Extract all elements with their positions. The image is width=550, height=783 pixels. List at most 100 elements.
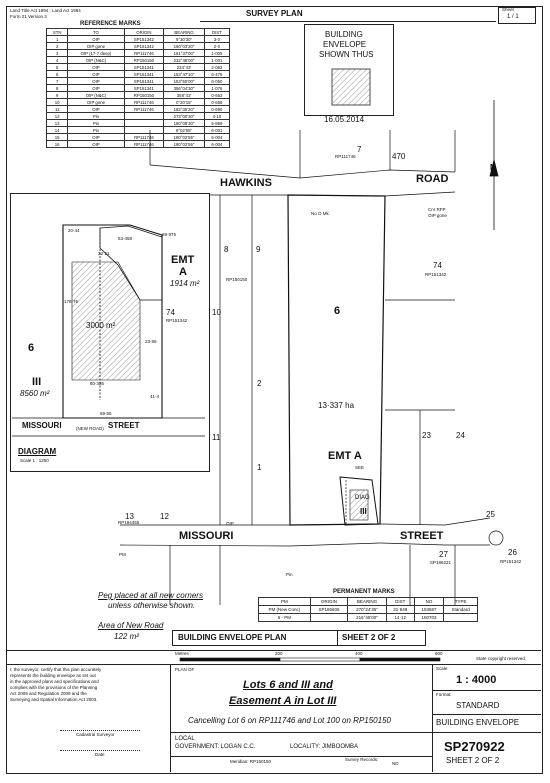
cert-line-1: I, the surveyor, certify that this plan … xyxy=(10,667,102,672)
table-cell: 216°45'00" xyxy=(347,613,387,622)
diagram-dim-6: 80·335 xyxy=(90,381,105,386)
diagram-lot-6-boundary xyxy=(62,224,163,419)
plan-frame xyxy=(6,6,543,774)
mark-note-5: Pin xyxy=(286,572,293,577)
lot-label-26: 26 xyxy=(508,548,517,557)
diagram-new-road: (NEW ROAD) xyxy=(76,426,104,431)
lot-6-label: 6 xyxy=(334,305,341,317)
mark-note-4: No O Mk xyxy=(311,211,329,216)
pegs-note-1: Peg placed at all new corners xyxy=(98,591,203,600)
diagram-scale: Scale 1 : 1250 xyxy=(20,458,49,463)
scale-bar-bottom-rule xyxy=(6,664,541,665)
signature-line xyxy=(60,730,140,731)
diagram-dim-1: 20·44 xyxy=(68,228,80,233)
diagram-emt-label: EMT xyxy=(171,254,195,266)
lot-label-8: 8 xyxy=(224,245,229,254)
sheet-box xyxy=(498,7,536,24)
table-cell: 150703 xyxy=(413,613,445,622)
lot-label-25: 25 xyxy=(486,510,495,519)
scale-label: Scale: xyxy=(436,666,449,671)
diag-label: DIAG xyxy=(355,495,370,501)
diagram-emt-boundary xyxy=(99,225,163,301)
plan-ref-2: RP150150 xyxy=(226,277,248,282)
sheet-number: SHEET 2 OF 2 xyxy=(446,756,500,765)
cadastral-surveyor: Cadastral Surveyor xyxy=(76,732,115,737)
banner-box xyxy=(172,630,426,646)
diagram-plan-74: RP151342 xyxy=(166,318,188,323)
diagram-dim-3: 22·21 xyxy=(98,251,110,256)
diagram-lot-iii: III xyxy=(32,376,42,388)
scale-bar-segment-2 xyxy=(279,657,361,662)
diagram-lot-74: 74 xyxy=(166,308,175,317)
envelope-rule xyxy=(432,732,541,733)
mark-note-1: Cnr RFP xyxy=(428,207,446,212)
date-line xyxy=(60,750,140,751)
lot-label-10: 10 xyxy=(212,308,221,317)
sheet-value: 1 / 1 xyxy=(507,14,519,20)
lot-label-27: 27 xyxy=(439,550,448,559)
local-label: LOCAL xyxy=(175,736,195,742)
scale-value: 1 : 4000 xyxy=(456,674,497,686)
envelope-label: BUILDING ENVELOPE xyxy=(436,718,520,727)
plan-ref-3: RP111746 xyxy=(335,154,356,159)
plan-ref-4: SP186221 xyxy=(430,560,452,565)
ref-marks-title: REFERENCE MARKS xyxy=(80,21,141,27)
new-road-area: 122 m² xyxy=(114,632,139,641)
plan-ref-1: RP151342 xyxy=(425,272,447,277)
title-rule xyxy=(200,21,496,22)
north-label: N xyxy=(490,163,496,172)
diagram-dim-4: 89·975 xyxy=(162,232,177,237)
survey-records-label: Survey Records: xyxy=(345,757,379,762)
cert-line-5: Act 2009 and Regulation 2009 and the xyxy=(10,691,87,696)
diagram-title: DIAGRAM xyxy=(18,447,57,456)
north-arrow xyxy=(489,100,499,230)
mark-note-6: PM xyxy=(119,552,126,557)
diagram-street-label: MISSOURI xyxy=(22,421,62,430)
permanent-marks-table: PM ORIGIN BEARING DIST NO TYPE PM (New C… xyxy=(258,597,478,622)
missouri-street-label: MISSOURI xyxy=(179,530,234,542)
cancelling-line: Cancelling Lot 6 on RP111746 and Lot 100… xyxy=(188,716,391,725)
cert-line-3: in the approved plans and specifications… xyxy=(10,679,99,684)
legend-date: 16.05.2014 xyxy=(324,115,365,124)
road-turning-circle xyxy=(488,530,504,546)
emt-a-label: EMT A xyxy=(328,450,362,462)
scale-bar-label-metres: Metres xyxy=(175,651,189,656)
table-cell: OIP xyxy=(67,140,125,148)
government-label: GOVERNMENT: LOGAN C.C. xyxy=(175,744,256,750)
lot-label-7: 7 xyxy=(357,145,362,154)
locality-label: LOCALITY: JIMBOOMBA xyxy=(290,744,359,750)
lot-label-13: 13 xyxy=(125,512,134,521)
banner-sheet: SHEET 2 OF 2 xyxy=(342,633,396,642)
local-rule xyxy=(170,732,432,733)
lot-iii-label: III xyxy=(360,507,367,516)
lot-label-470: 470 xyxy=(392,152,406,161)
diagram-dim-9: 69·55 xyxy=(100,411,112,416)
missouri-street-label-2: STREET xyxy=(400,530,444,542)
diagram-dim-5: 178·76 xyxy=(64,299,79,304)
legend-line-1: BUILDING xyxy=(325,30,363,39)
format-rule xyxy=(432,714,541,715)
lot-label-24: 24 xyxy=(456,431,465,440)
new-road-title: Area of New Road xyxy=(98,621,164,630)
format-value: STANDARD xyxy=(456,701,500,710)
lot-iii-envelope xyxy=(349,489,369,521)
cert-divider xyxy=(170,664,171,772)
diagram-emt-area: 1914 m² xyxy=(170,279,200,288)
diagram-emt-a-label: A xyxy=(179,266,187,278)
scale-bar-rule xyxy=(6,650,541,651)
scale-bar-segment-1 xyxy=(179,657,281,662)
banner-title: BUILDING ENVELOPE PLAN xyxy=(178,633,287,642)
scale-bar-label-400: 400 xyxy=(355,651,363,656)
mark-note-2: OIP gone xyxy=(428,213,447,218)
sp-number: SP270922 xyxy=(444,739,505,754)
lot-label-11: 11 xyxy=(212,433,221,442)
nd-label: ND xyxy=(392,761,399,766)
diagram-lot-iii-area: 8560 m² xyxy=(20,389,50,398)
legend-hatch-sample xyxy=(331,68,371,106)
